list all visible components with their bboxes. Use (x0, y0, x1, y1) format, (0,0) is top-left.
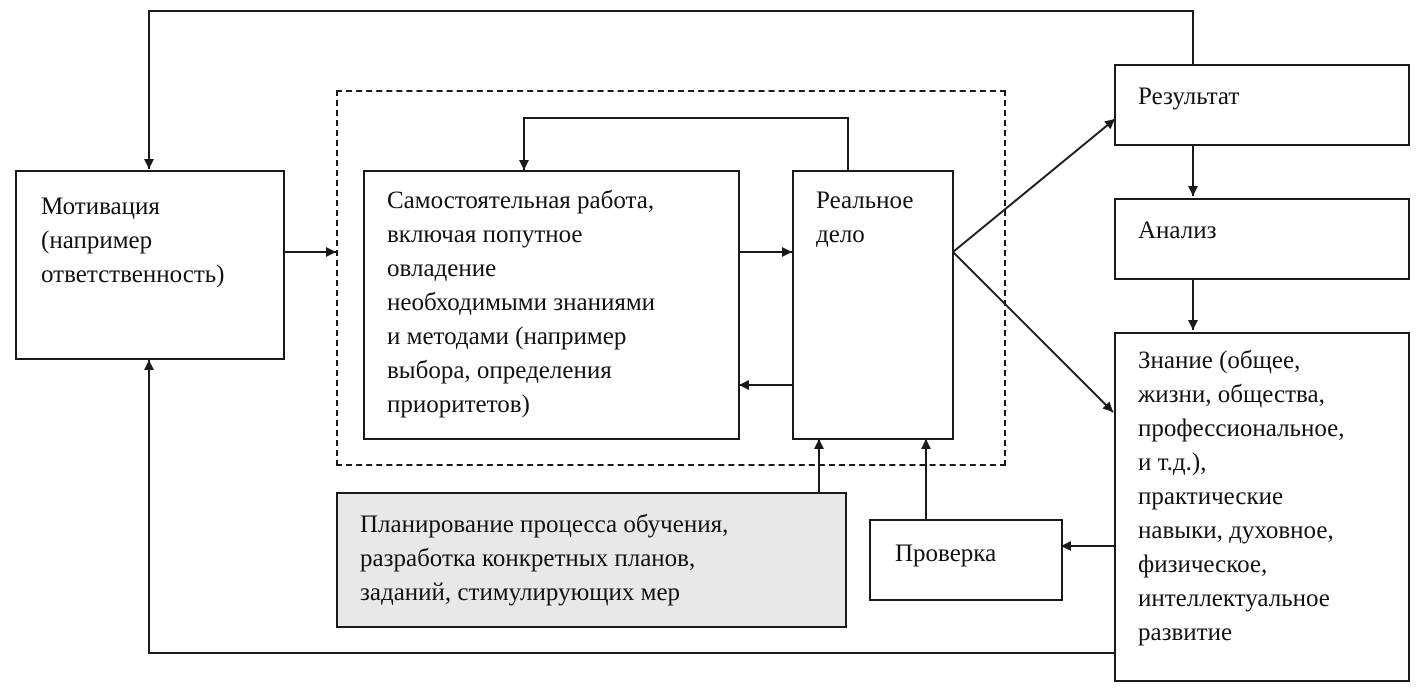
edge-result-to-motivation (144, 10, 1194, 169)
edge-realwork-to-selfwork-loop (519, 117, 849, 170)
edge-realwork-to-result (952, 118, 1116, 253)
analysis-box: Анализ (1114, 198, 1410, 280)
knowledge-box: Знание (общее, жизни, общества, професси… (1114, 332, 1410, 682)
self-work-label: Самостоятельная работа, включая попутное… (387, 187, 656, 418)
analysis-label: Анализ (1138, 217, 1217, 244)
edge-realwork-to-knowledge (952, 251, 1114, 413)
motivation-box: Мотивация (например ответственность) (15, 170, 285, 360)
planning-label: Планирование процесса обучения, разработ… (360, 511, 729, 606)
work-group-dashed-frame (336, 90, 1006, 466)
result-label: Результат (1138, 83, 1240, 110)
knowledge-label: Знание (общее, жизни, общества, професси… (1138, 347, 1345, 646)
self-work-box: Самостоятельная работа, включая попутное… (363, 170, 740, 440)
check-box: Проверка (869, 519, 1063, 601)
edge-knowledge-to-motivation (144, 360, 1114, 654)
result-box: Результат (1114, 64, 1410, 146)
motivation-label: Мотивация (например ответственность) (41, 193, 225, 288)
real-work-label: Реальное дело (816, 187, 914, 248)
real-work-box: Реальное дело (792, 170, 954, 440)
check-label: Проверка (895, 540, 997, 567)
planning-box: Планирование процесса обучения, разработ… (336, 492, 847, 628)
